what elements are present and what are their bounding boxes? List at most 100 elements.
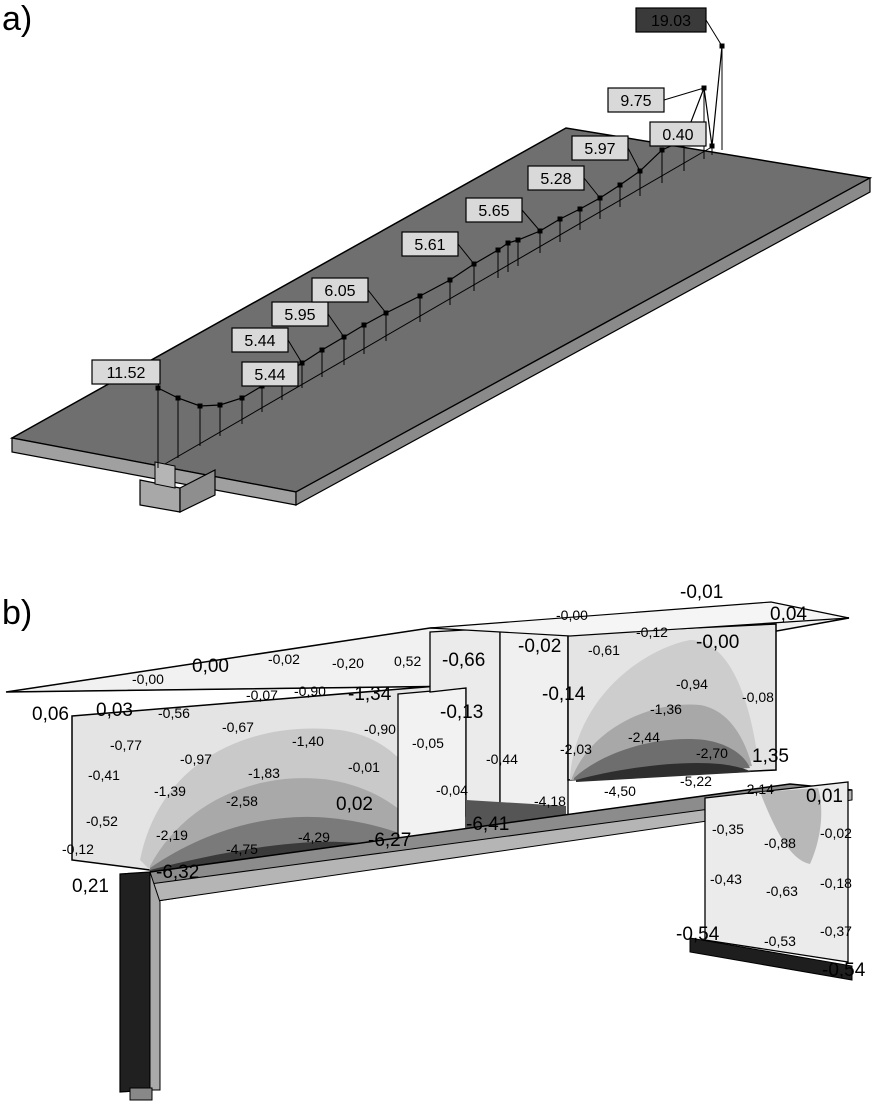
moment-label-box <box>527 165 585 191</box>
moment-label-box <box>231 327 289 353</box>
moment-point <box>617 182 623 188</box>
stress-value: -0,02 <box>268 651 300 667</box>
stress-value: -2,19 <box>156 827 188 843</box>
stress-value: -0,67 <box>222 719 254 735</box>
moment-point <box>557 216 563 222</box>
stress-value: -0,97 <box>180 751 212 767</box>
label-leader <box>457 243 475 265</box>
stress-value: -0,02 <box>820 825 852 841</box>
moment-label-box <box>241 361 299 387</box>
stress-value: -0,18 <box>820 875 852 891</box>
moment-label: 5.28 <box>540 171 571 188</box>
stress-value: 0,06 <box>32 704 69 725</box>
stress-value: -0,04 <box>436 782 468 798</box>
moment-label: 6.05 <box>324 283 355 300</box>
moment-point <box>515 237 521 243</box>
stress-value: -1,40 <box>292 733 324 749</box>
moment-point <box>361 322 367 328</box>
stress-value: -0,08 <box>742 689 774 705</box>
stress-value: -0,00 <box>696 632 739 653</box>
moment-point <box>217 402 223 408</box>
label-leader <box>627 147 641 172</box>
moment-point <box>495 247 501 253</box>
stress-value: -0,41 <box>88 767 120 783</box>
moment-label-box <box>635 7 707 33</box>
stress-value: -2,58 <box>226 793 258 809</box>
stress-value: 0,00 <box>192 656 229 677</box>
moment-label: 5.97 <box>584 141 615 158</box>
stress-value: -0,00 <box>132 671 164 687</box>
stress-value: -0,66 <box>442 650 485 671</box>
moment-label: 5.95 <box>284 307 315 324</box>
stress-value: -0,43 <box>710 871 742 887</box>
stress-value: -0,37 <box>820 923 852 939</box>
label-leader <box>663 87 705 101</box>
moment-label-box <box>311 277 369 303</box>
stress-value: -0,13 <box>440 702 483 723</box>
stress-value: -6,27 <box>368 830 411 851</box>
stress-value: -0,90 <box>294 683 326 699</box>
moment-point <box>175 395 181 401</box>
stress-value: -1,83 <box>248 765 280 781</box>
stress-value: 0,03 <box>96 700 133 721</box>
moment-point <box>197 403 203 409</box>
label-leader <box>367 289 387 314</box>
stress-value: -4,75 <box>226 841 258 857</box>
moment-label: 11.52 <box>107 365 146 382</box>
stress-value: -1,39 <box>154 783 186 799</box>
stress-value: -0,01 <box>348 759 380 775</box>
stress-value: -0,54 <box>676 924 720 945</box>
stress-value: -0,52 <box>86 813 118 829</box>
moment-point <box>417 293 423 299</box>
stress-value: -0,14 <box>542 684 586 705</box>
panel-a-label: a) <box>2 0 32 38</box>
label-leader <box>287 339 303 364</box>
stress-value: -0,77 <box>110 737 142 753</box>
stress-value: -2,44 <box>628 729 660 745</box>
panel-b-label: b) <box>2 594 32 632</box>
stress-value: -0,35 <box>712 821 744 837</box>
moment-label-box <box>607 87 665 113</box>
stress-value: -1,34 <box>348 684 392 705</box>
moment-label: 5.44 <box>254 367 285 384</box>
panel-a-slab <box>9 127 873 513</box>
moment-point <box>239 395 245 401</box>
stress-value: -0,20 <box>332 655 364 671</box>
stress-value: -0,94 <box>676 676 708 692</box>
stress-value: -4,29 <box>298 829 330 845</box>
stress-value: -4,50 <box>604 783 636 799</box>
moment-label-box <box>465 197 523 223</box>
moment-label-box <box>649 121 707 147</box>
stress-value: -0,88 <box>764 835 796 851</box>
moment-point <box>577 206 583 212</box>
moment-point <box>319 347 325 353</box>
moment-label: 9.75 <box>620 93 651 110</box>
moment-label: 5.61 <box>414 237 445 254</box>
label-leader <box>583 177 601 199</box>
stress-value: -0,90 <box>364 721 396 737</box>
stress-value: -2,70 <box>696 745 728 761</box>
stress-value: -0,53 <box>764 933 796 949</box>
stress-value: -0,63 <box>766 883 798 899</box>
stress-value: 0,02 <box>336 794 373 815</box>
stress-value: -0,56 <box>158 705 190 721</box>
stress-value: 0,21 <box>72 876 109 897</box>
moment-label-box <box>271 301 329 327</box>
stress-value: -0,01 <box>680 582 723 603</box>
stress-value: 0,01 <box>806 786 843 807</box>
stress-value: -2,14 <box>742 781 774 797</box>
moment-label: 0.40 <box>662 127 693 144</box>
stress-value: -6,41 <box>466 814 509 835</box>
stress-value: -5,22 <box>680 773 712 789</box>
moment-label-box <box>571 135 629 161</box>
label-leader <box>521 209 541 232</box>
moment-label-box <box>401 231 459 257</box>
stress-value: -0,05 <box>412 735 444 751</box>
moment-point <box>505 240 511 246</box>
stress-value: 0,52 <box>394 653 421 669</box>
stress-value: -0,00 <box>556 607 588 623</box>
stress-value: 0,04 <box>770 604 807 625</box>
panel-b-structure <box>5 601 853 1101</box>
